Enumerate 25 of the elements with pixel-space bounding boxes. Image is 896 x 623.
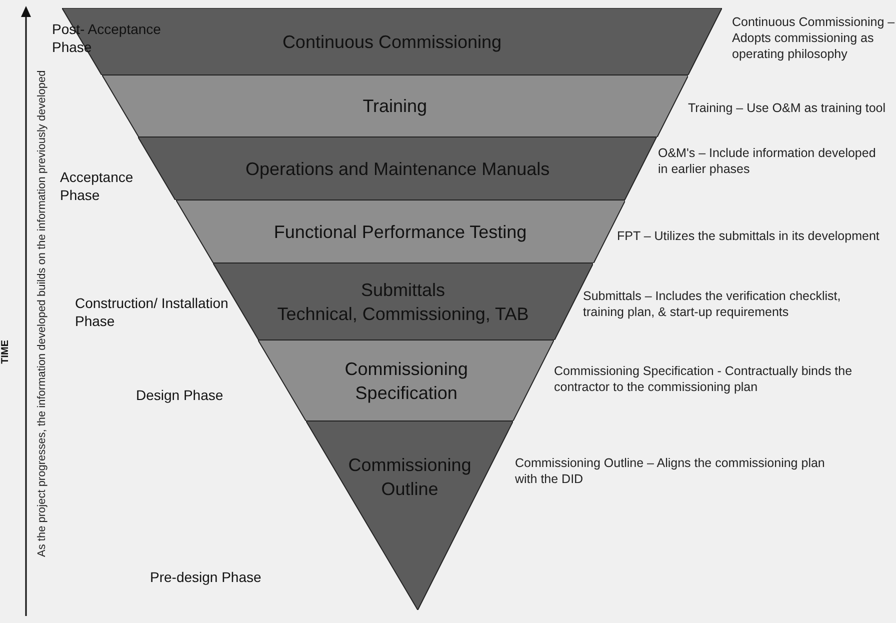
band-label: Technical, Commissioning, TAB bbox=[277, 302, 529, 326]
phase-label: Design Phase bbox=[136, 386, 224, 404]
pyramid-band bbox=[138, 137, 657, 200]
band-label: Continuous Commissioning bbox=[282, 30, 502, 54]
pyramid-band bbox=[102, 75, 688, 137]
pyramid-tip-band bbox=[306, 421, 514, 610]
description-text: Commissioning Outline – Aligns the commissioning plan with the DID bbox=[515, 455, 826, 487]
band-heading: Submittals bbox=[360, 278, 446, 302]
band-label: Operations and Maintenance Manuals bbox=[245, 158, 550, 180]
description-text: Continuous Commissioning – Adopts commissioning as operating philosophy bbox=[732, 14, 896, 62]
phase-label: Construction/ Installation Phase bbox=[75, 294, 230, 330]
band-label: Functional Performance Testing bbox=[274, 220, 527, 244]
phase-label: Pre-design Phase bbox=[150, 568, 262, 586]
axis-caption: As the project progresses, the information developed builds on the information previously developed bbox=[36, 70, 48, 560]
axis-title: TIME bbox=[0, 340, 11, 364]
band-label: Commissioning Specification bbox=[344, 358, 469, 404]
description-text: Submittals – Includes the verification checklist, training plan, & start-up requirements bbox=[583, 288, 842, 320]
description-text: Commissioning Specification - Contractually binds the contractor to the commissioning plan bbox=[554, 363, 854, 395]
description-text: Training – Use O&M as training tool bbox=[688, 100, 887, 116]
band-label: Commissioning Outline bbox=[347, 454, 472, 501]
band-label: Training bbox=[362, 95, 428, 118]
pyramid-band bbox=[258, 340, 554, 421]
description-text: FPT – Utilizes the submittals in its development bbox=[617, 228, 880, 244]
phase-label: Acceptance Phase bbox=[60, 168, 134, 204]
description-text: O&M's – Include information developed in earlier phases bbox=[658, 145, 877, 177]
